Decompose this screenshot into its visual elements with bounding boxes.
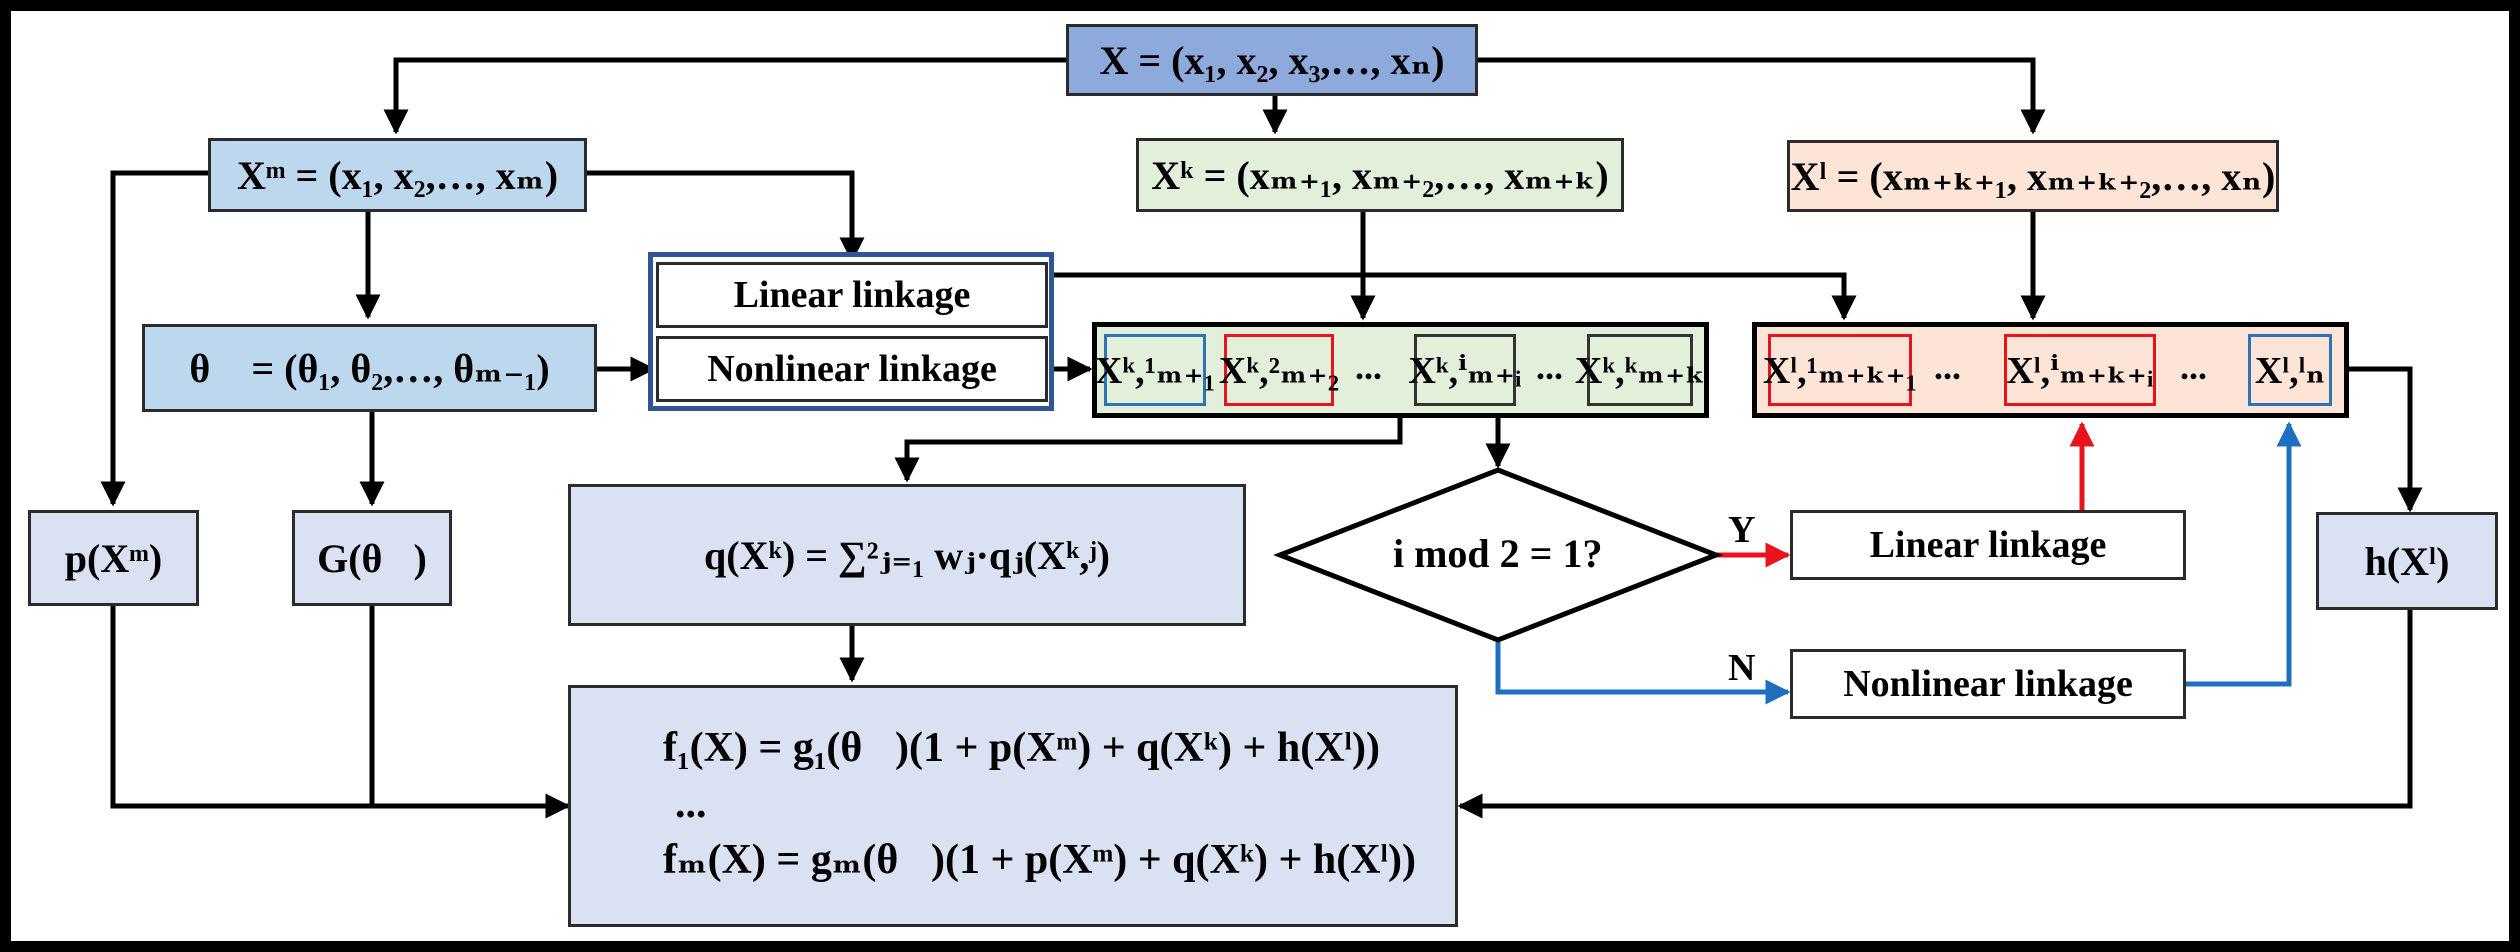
node-x-m-text: Xᵐ = (x₁, x₂,…, xₘ) (236, 152, 559, 198)
l-cell-l-text: Xˡ,ˡₙ (2254, 350, 2326, 392)
node-x-all: X = (x₁, x₂, x₃,…, xₙ) (1066, 24, 1478, 96)
edge-p-to-f (110, 606, 571, 819)
formula-fm: fₘ(X) = gₘ(θ⃗)(1 + p(Xᵐ) + q(Xᵏ) + h(Xˡ)… (663, 837, 1416, 883)
k-cell-2-text: Xᵏ,²ₘ₊₂ (1218, 350, 1340, 392)
k-cell-k-text: Xᵏ,ᵏₘ₊ₖ (1574, 350, 1706, 392)
k-ellipsis-2: ... (1536, 347, 1563, 387)
k-ellipsis-1: ... (1355, 347, 1382, 387)
linkage-nonlinear-top: Nonlinear linkage (656, 336, 1048, 402)
l-cell-l: Xˡ,ˡₙ (2248, 334, 2332, 406)
edge-no-to-nonlinear (1495, 640, 1791, 705)
linkage-linear-top: Linear linkage (656, 262, 1048, 328)
l-ellipsis-1: ... (1934, 347, 1961, 387)
linkage-nonlinear-right: Nonlinear linkage (1790, 649, 2186, 719)
edge-x-to-xm (383, 57, 1066, 135)
node-theta-text: θ⃗ = (θ₁, θ₂,…, θₘ₋₁) (189, 345, 550, 391)
l-cell-1: Xˡ,¹ₘ₊ₖ₊₁ (1763, 334, 1917, 406)
k-cell-k: Xᵏ,ᵏₘ₊ₖ (1575, 334, 1705, 406)
node-x-l-text: Xˡ = (xₘ₊ₖ₊₁, xₘ₊ₖ₊₂,…, xₙ) (1790, 153, 2276, 199)
node-x-all-text: X = (x₁, x₂, x₃,…, xₙ) (1099, 37, 1445, 83)
node-p: p(Xᵐ) (28, 510, 199, 606)
node-q: q(Xᵏ) = ∑²ⱼ₌₁ wⱼ·qⱼ(Xᵏ,ʲ) (568, 484, 1246, 626)
formula-f1: f₁(X) = g₁(θ⃗)(1 + p(Xᵐ) + q(Xᵏ) + h(Xˡ)… (663, 725, 1380, 771)
label-no: N (1728, 647, 1756, 689)
linkage-nonlinear-top-text: Nonlinear linkage (707, 348, 997, 390)
node-h: h(Xˡ) (2316, 512, 2498, 610)
edge-lgroup-to-h (2346, 366, 2423, 513)
linkage-nonlinear-right-text: Nonlinear linkage (1843, 663, 2133, 705)
node-q-text: q(Xᵏ) = ∑²ⱼ₌₁ wⱼ·qⱼ(Xᵏ,ʲ) (704, 532, 1110, 578)
node-f: f₁(X) = g₁(θ⃗)(1 + p(Xᵐ) + q(Xᵏ) + h(Xˡ)… (568, 685, 1458, 927)
node-p-text: p(Xᵐ) (64, 535, 163, 581)
node-x-k: Xᵏ = (xₘ₊₁, xₘ₊₂,…, xₘ₊ₖ) (1136, 138, 1624, 212)
node-x-k-text: Xᵏ = (xₘ₊₁, xₘ₊₂,…, xₘ₊ₖ) (1151, 152, 1609, 198)
node-g: G(θ⃗) (292, 510, 452, 606)
k-cell-i: Xᵏ,ⁱₘ₊ᵢ (1408, 334, 1522, 406)
linkage-linear-right: Linear linkage (1790, 510, 2186, 580)
decision-diamond (1273, 467, 1723, 643)
k-cell-1-text: Xᵏ,¹ₘ₊₁ (1094, 350, 1216, 392)
edge-h-to-f (1457, 610, 2413, 819)
edge-linear-to-lgroup (1052, 272, 1857, 321)
edge-xm-to-p (100, 170, 208, 507)
edge-xm-to-linkage (587, 170, 865, 263)
node-h-text: h(Xˡ) (2364, 538, 2450, 584)
node-x-l: Xˡ = (xₘ₊ₖ₊₁, xₘ₊ₖ₊₂,…, xₙ) (1787, 140, 2279, 212)
edge-kgroup-to-q (894, 418, 1403, 483)
l-cell-1-text: Xˡ,¹ₘ₊ₖ₊₁ (1762, 350, 1918, 392)
k-cell-2: Xᵏ,²ₘ₊₂ (1219, 334, 1339, 406)
edge-nonlinear-to-lcell (2183, 421, 2302, 687)
edge-x-to-xl (1478, 57, 2046, 135)
node-x-m: Xᵐ = (x₁, x₂,…, xₘ) (208, 138, 587, 212)
l-ellipsis-2: ... (2180, 347, 2207, 387)
formula-dots: ... (675, 781, 707, 827)
linkage-linear-top-text: Linear linkage (733, 274, 971, 316)
node-theta: θ⃗ = (θ₁, θ₂,…, θₘ₋₁) (142, 324, 597, 412)
l-cell-i-text: Xˡ,ⁱₘ₊ₖ₊ᵢ (2006, 350, 2154, 392)
label-yes: Y (1728, 509, 1756, 551)
l-cell-i: Xˡ,ⁱₘ₊ₖ₊ᵢ (2004, 334, 2156, 406)
linkage-linear-right-text: Linear linkage (1869, 524, 2107, 566)
decision-text: i mod 2 = 1? (1393, 531, 1603, 576)
k-cell-i-text: Xᵏ,ⁱₘ₊ᵢ (1408, 350, 1522, 392)
node-g-text: G(θ⃗) (317, 535, 427, 581)
k-cell-1: Xᵏ,¹ₘ₊₁ (1095, 334, 1215, 406)
